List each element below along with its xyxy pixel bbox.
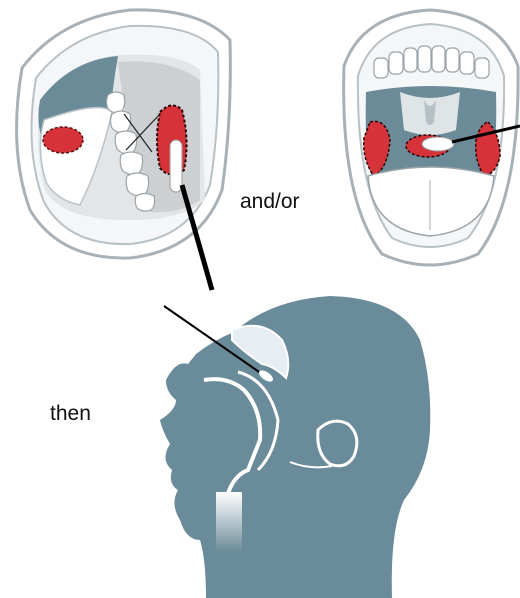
and-or-label: and/or [240, 190, 300, 214]
head-profile-icon [160, 296, 430, 598]
mouth-side-view-icon [17, 10, 231, 290]
buccal-site-left [43, 127, 83, 153]
mouth-front-view-icon [344, 10, 520, 265]
then-label: then [50, 402, 91, 426]
